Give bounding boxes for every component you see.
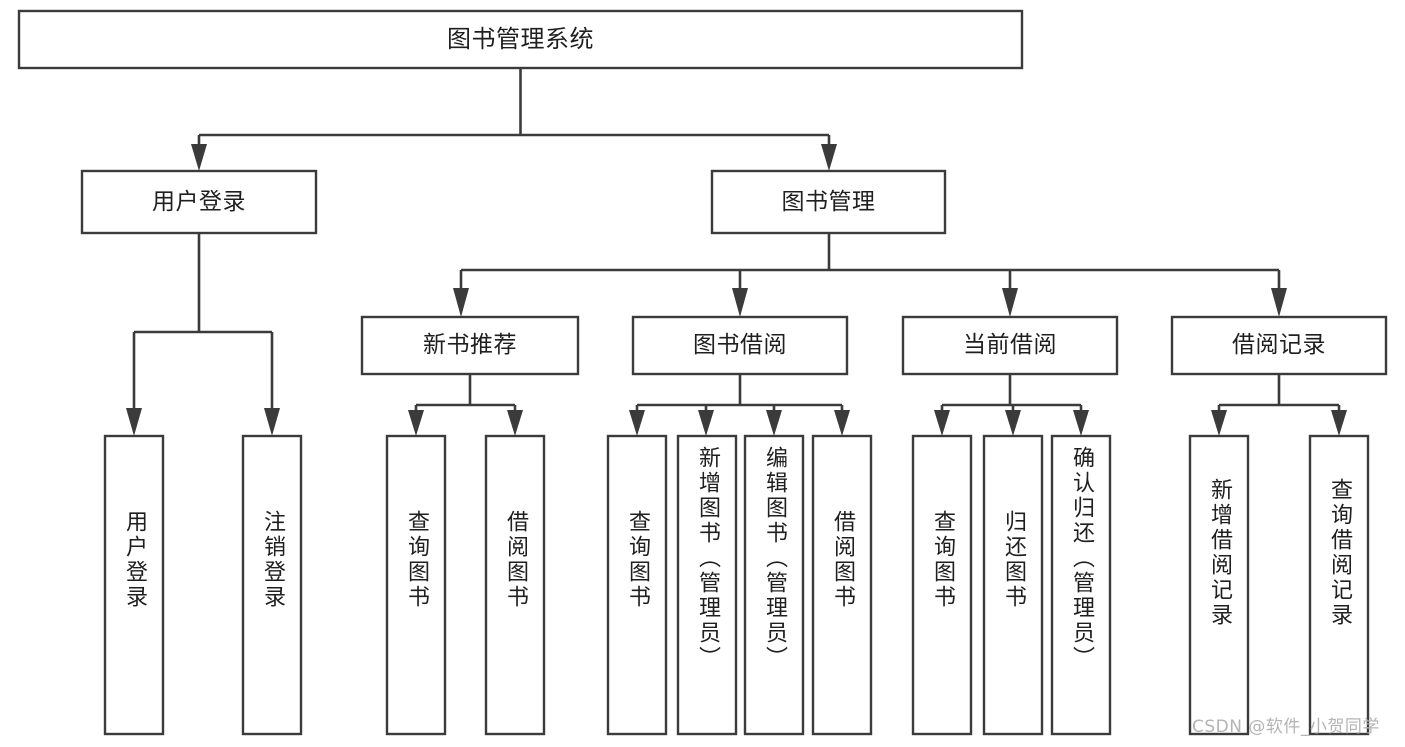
arrow-head-ul-leaf-2 [264,408,280,436]
arrow-head-bb-leaf-4 [834,410,850,436]
node-box-book-management[interactable] [710,169,947,235]
node-box-new-book-recommend[interactable] [360,315,580,376]
node-box-current-borrow[interactable] [901,315,1119,376]
leaf-box-current-borrow-1[interactable] [911,434,973,736]
arrow-head-borrow-record [1271,288,1287,317]
arrow-head-br-leaf-2 [1331,410,1347,436]
leaf-box-book-borrow-3[interactable] [743,434,805,736]
arrow-head-nbr-leaf-2 [507,410,523,436]
arrow-head-ul-leaf-1 [126,408,142,436]
node-box-user-login[interactable] [80,169,318,235]
leaf-box-user-login-2[interactable] [241,434,303,736]
leaf-box-borrow-record-1[interactable] [1188,434,1250,736]
leaf-box-book-borrow-2[interactable] [676,434,738,736]
leaf-box-user-login-1[interactable] [103,434,165,736]
leaf-box-current-borrow-2[interactable] [982,434,1044,736]
leaf-box-current-borrow-3[interactable] [1050,434,1112,736]
arrow-head-cb-leaf-1 [934,410,950,436]
leaf-box-new-book-1[interactable] [385,434,447,736]
arrow-head-book-management [821,144,837,171]
arrow-head-book-borrow [732,288,748,317]
arrow-head-bb-leaf-3 [766,410,782,436]
arrow-head-br-leaf-1 [1211,410,1227,436]
leaf-box-book-borrow-4[interactable] [811,434,873,736]
node-box-borrow-record[interactable] [1170,315,1388,376]
arrow-head-bb-leaf-2 [698,410,714,436]
arrow-head-current-borrow [1002,288,1018,317]
arrow-head-new-book-recommend [453,288,469,317]
leaf-box-borrow-record-2[interactable] [1308,434,1370,736]
node-box-book-borrow[interactable] [631,315,849,376]
arrow-head-cb-leaf-2 [1005,410,1021,436]
leaf-box-new-book-2[interactable] [484,434,546,736]
arrow-head-nbr-leaf-1 [408,410,424,436]
arrow-head-bb-leaf-1 [629,410,645,436]
arrow-head-cb-leaf-3 [1073,410,1089,436]
node-box-root[interactable] [17,9,1024,70]
arrow-head-user-login [191,144,207,171]
leaf-box-book-borrow-1[interactable] [606,434,668,736]
